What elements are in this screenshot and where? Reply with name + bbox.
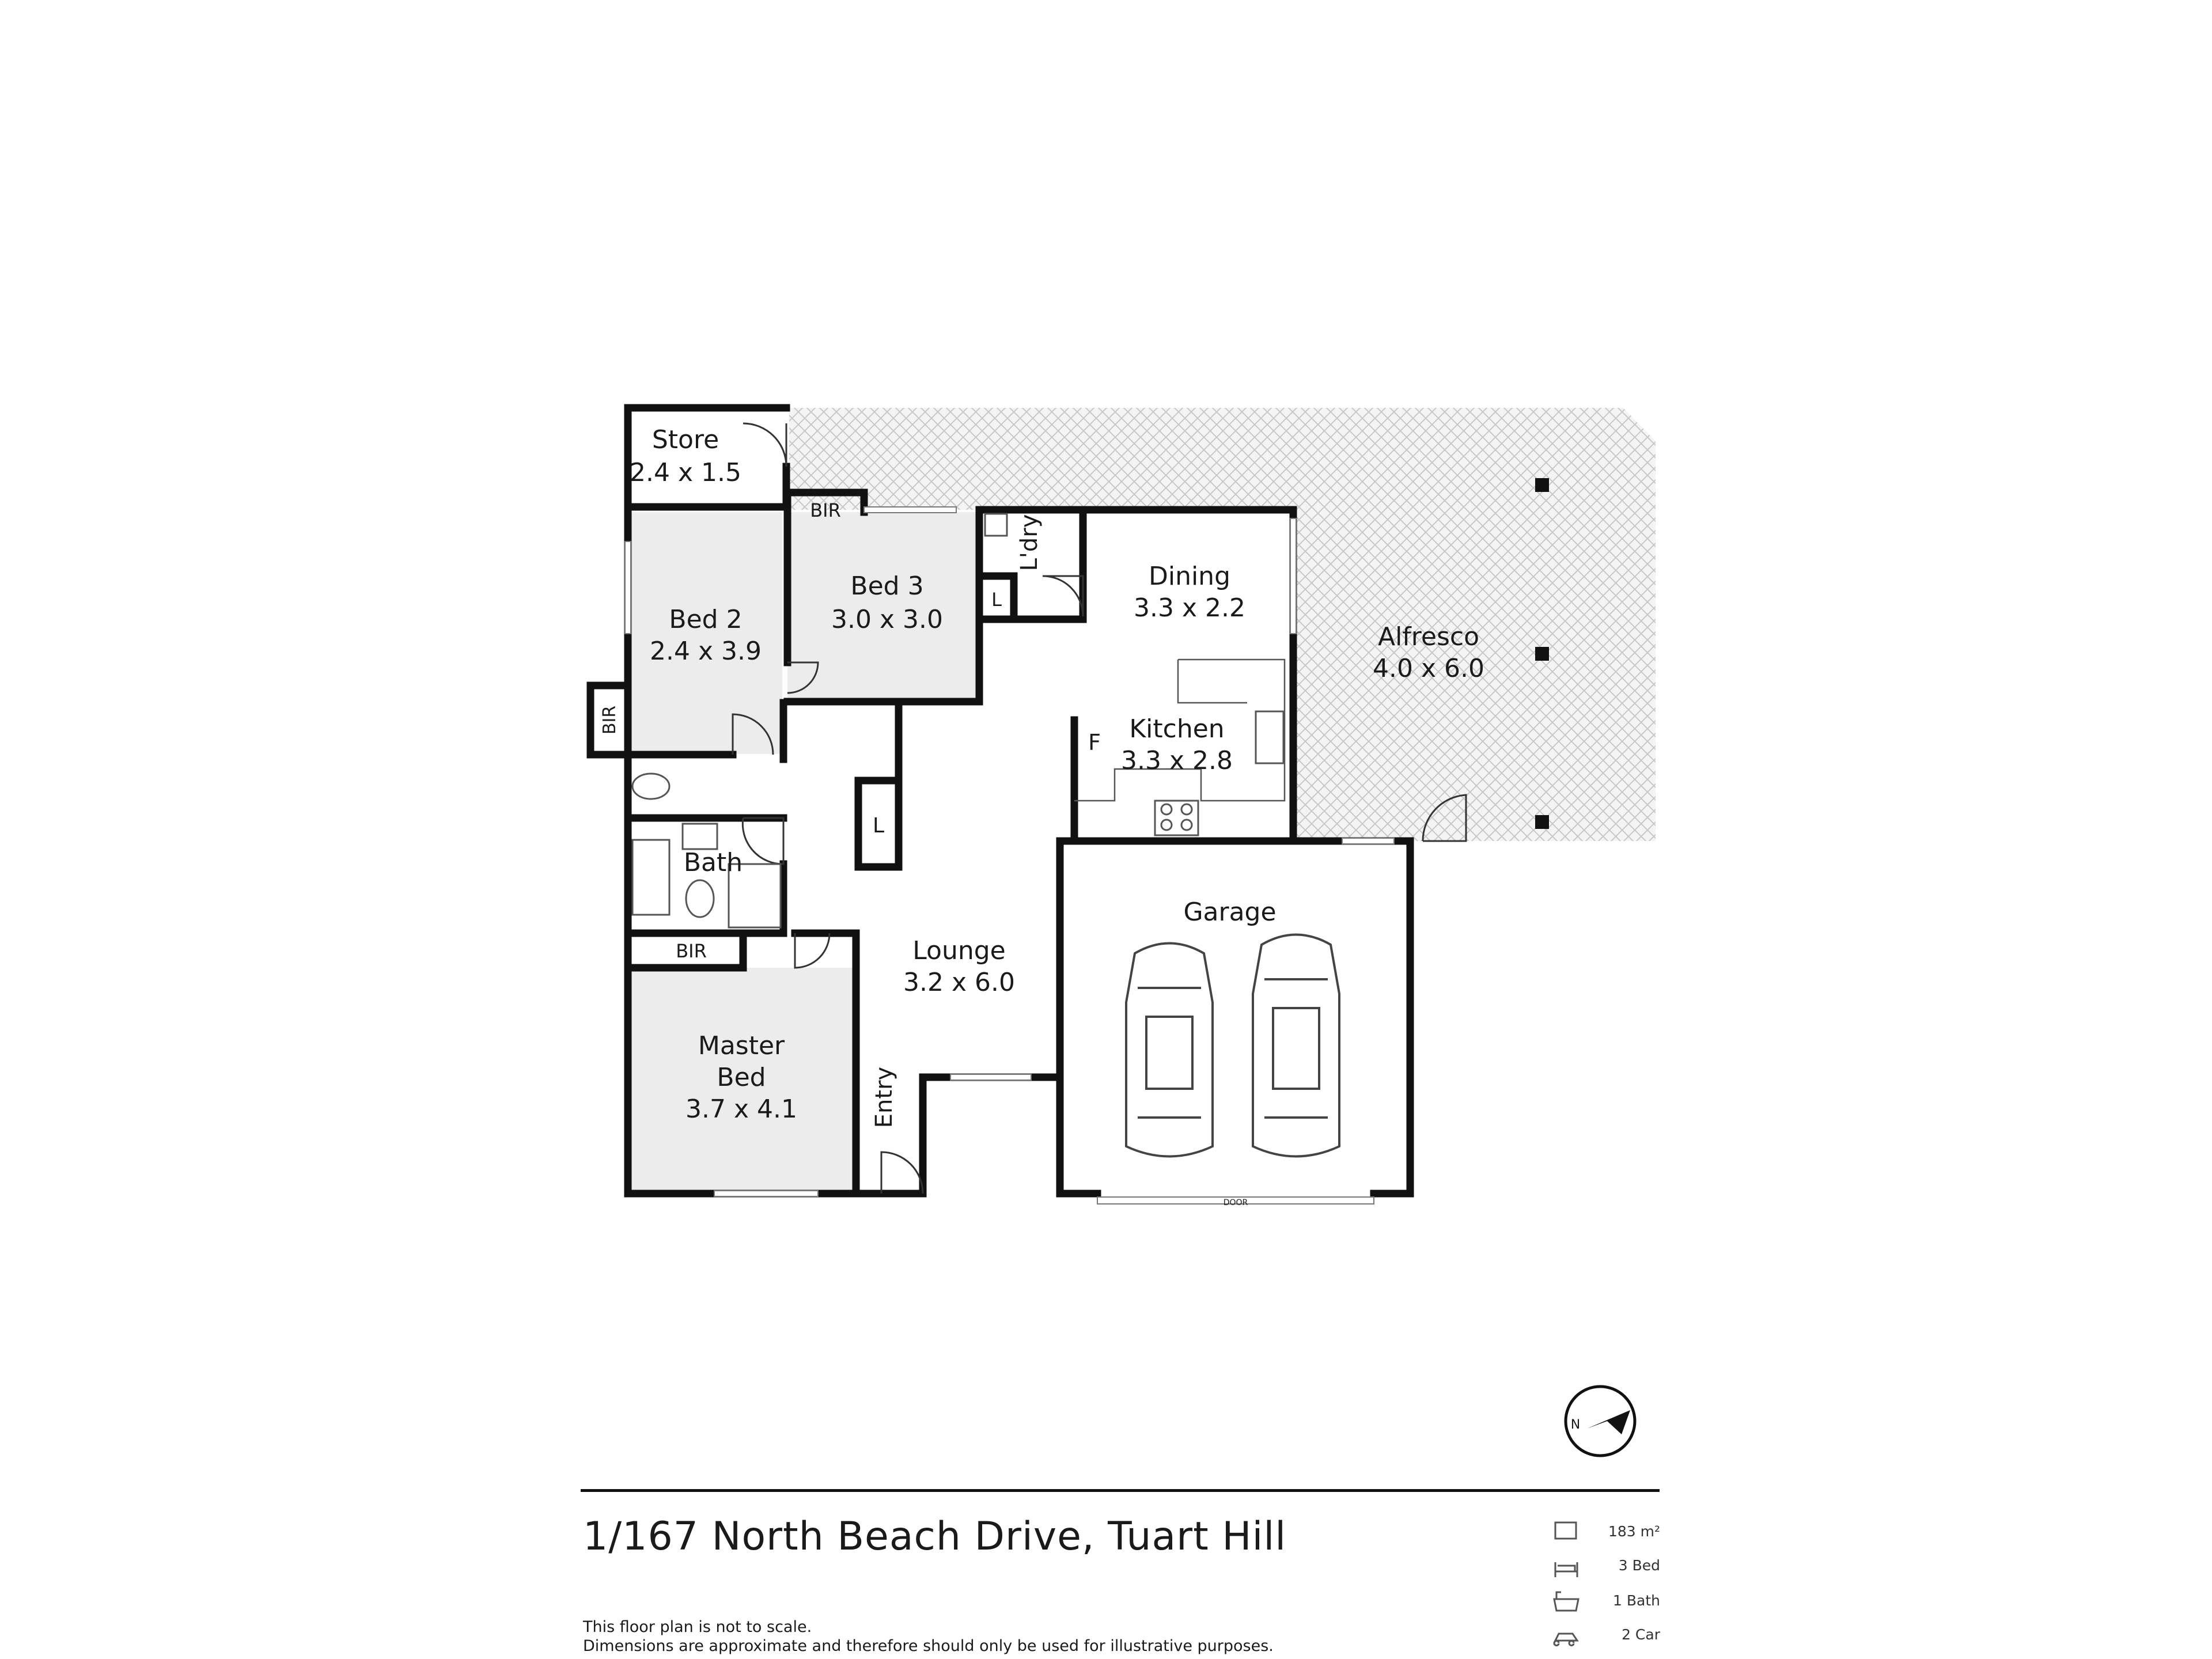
property-address: 1/167 North Beach Drive, Tuart Hill <box>583 1514 1287 1559</box>
store-size: 2.4 x 1.5 <box>630 458 741 487</box>
entry-label: Entry <box>871 1067 897 1128</box>
bed3-label: Bed 3 <box>850 571 923 601</box>
bir-bed3-label: BIR <box>810 499 841 521</box>
footer-divider <box>581 1489 1660 1492</box>
dining-label: Dining <box>1149 562 1230 591</box>
bathroom-fixtures <box>631 513 1008 929</box>
store-label: Store <box>652 425 719 454</box>
room-fills <box>628 512 979 1194</box>
stat-car: 2 Car <box>1622 1626 1660 1643</box>
stat-area: 183 m² <box>1608 1523 1660 1540</box>
laundry-label: L'dry <box>1016 514 1043 571</box>
bath-icon <box>1553 1591 1580 1612</box>
master-label-line1: Master <box>698 1031 785 1060</box>
alfresco-paving <box>789 408 1656 841</box>
kitchen-size: 3.3 x 2.8 <box>1121 746 1233 775</box>
master-size: 3.7 x 4.1 <box>685 1094 797 1124</box>
disclaimer-line2: Dimensions are approximate and therefore… <box>583 1637 1274 1655</box>
garage-door-label: DOOR <box>1224 1198 1248 1207</box>
bed3-size: 3.0 x 3.0 <box>831 605 943 634</box>
linen-hall-label: L <box>873 814 884 838</box>
north-arrow-icon: N <box>1564 1385 1637 1457</box>
area-icon <box>1554 1521 1577 1540</box>
disclaimer-line1: This floor plan is not to scale. <box>583 1618 812 1636</box>
dining-size: 3.3 x 2.2 <box>1134 593 1245 623</box>
bed2-label: Bed 2 <box>669 605 742 634</box>
car-icon <box>1125 933 1340 1158</box>
garage-label: Garage <box>1183 897 1276 927</box>
bir-master-label: BIR <box>676 940 707 962</box>
room-labels: Store 2.4 x 1.5 Bed 2 2.4 x 3.9 Bed 3 3.… <box>630 425 1484 1128</box>
linen-laundry-label: L <box>991 589 1002 611</box>
bir-bed2-label: BIR <box>600 706 620 734</box>
small-labels: BIR BIR BIR L L F DOOR <box>600 499 1248 1207</box>
stat-bed: 3 Bed <box>1618 1557 1660 1574</box>
fridge-label: F <box>1088 730 1101 755</box>
alfresco-posts <box>1535 478 1549 829</box>
windows <box>624 506 1395 1205</box>
kitchen-bench <box>1074 658 1286 836</box>
bed-icon <box>1554 1562 1578 1577</box>
bath-label: Bath <box>684 848 743 877</box>
compass-letter: N <box>1571 1418 1580 1432</box>
kitchen-label: Kitchen <box>1129 714 1224 744</box>
bed2-size: 2.4 x 3.9 <box>650 637 762 666</box>
master-label-line2: Bed <box>717 1063 766 1092</box>
lounge-label: Lounge <box>912 936 1005 965</box>
disclaimer: This floor plan is not to scale. Dimensi… <box>583 1618 1274 1656</box>
car-icon-small <box>1553 1633 1579 1646</box>
lounge-size: 3.2 x 6.0 <box>903 968 1015 997</box>
stat-bath: 1 Bath <box>1613 1592 1660 1609</box>
alfresco-label: Alfresco <box>1378 622 1479 652</box>
alfresco-size: 4.0 x 6.0 <box>1373 654 1484 683</box>
footer-stat-icons <box>1553 1521 1580 1646</box>
